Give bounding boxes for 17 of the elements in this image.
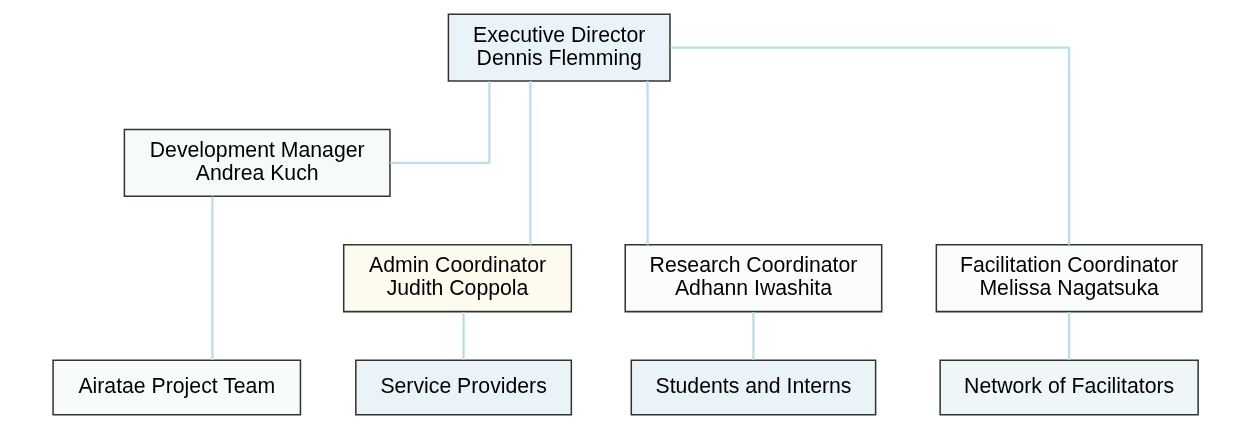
node-box: Development Manager Andrea Kuch [123,128,391,198]
connector [210,196,214,361]
node-box: Facilitation Coordinator Melissa Nagatsuka [935,244,1203,313]
connector [389,81,491,165]
connector [670,46,1070,245]
node-box: Executive Director Dennis Flemming [447,13,671,82]
node-box: Research Coordinator Adhann Iwashita [623,244,882,313]
node-box: Network of Facilitators [938,359,1199,416]
node-box: Students and Interns [630,359,876,416]
node-box: Admin Coordinator Judith Coppola [342,244,572,313]
connector [461,312,465,360]
node-box: Airatae Project Team [51,359,301,416]
connector [1067,312,1070,360]
connector [751,312,755,360]
node-box: Service Providers [354,359,572,416]
connector [528,81,531,245]
connector [645,81,649,245]
